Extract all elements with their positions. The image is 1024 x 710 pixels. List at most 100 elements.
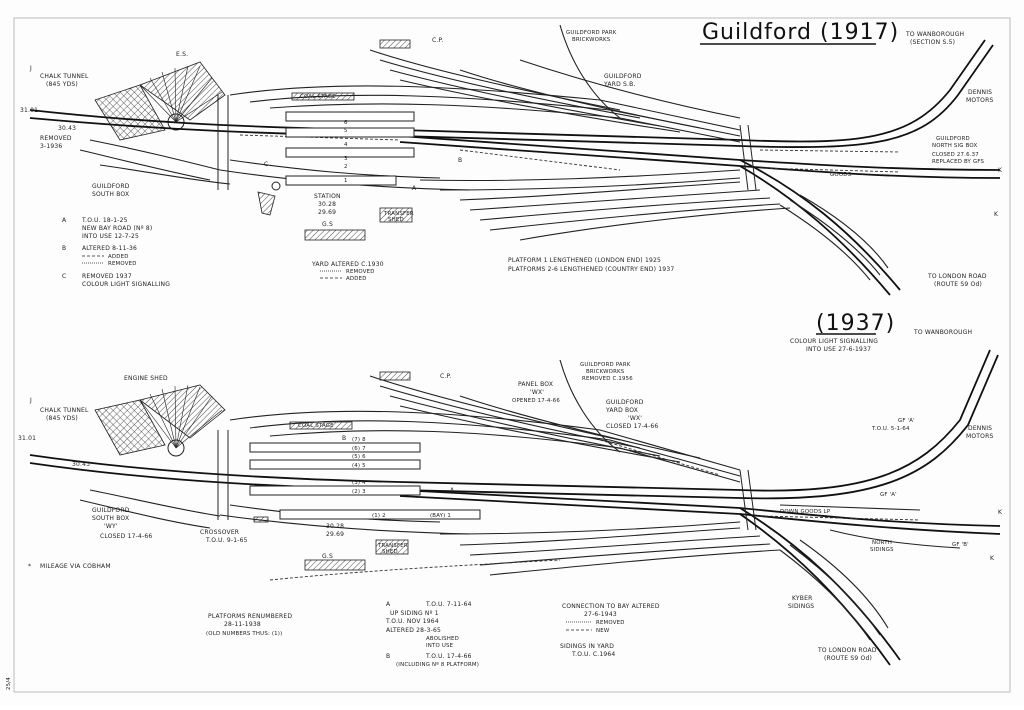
label-renumbered-3: (OLD NUMBERS THUS: (1)): [206, 631, 282, 637]
label-dennis-1: DENNIS: [968, 89, 992, 96]
label-to-wanborough-1937: TO WANBOROUGH: [913, 329, 972, 336]
label-panel-box-3: OPENED 17-4-66: [512, 398, 560, 404]
label-engine-shed: E.S.: [176, 51, 188, 58]
labels-1937: TO WANBOROUGH COLOUR LIGHT SIGNALLING IN…: [18, 329, 1003, 662]
label-yard-box-1: GUILDFORD: [606, 399, 644, 406]
platform-2-1917: [285, 147, 415, 158]
label-south-box-1937-2: SOUTH BOX: [92, 515, 129, 522]
label-plat-1937-5: (4) 5: [352, 463, 366, 469]
label-chalk-tunnel-len-1937: (845 YDS): [46, 415, 78, 422]
label-down-goods: DOWN GOODS LP: [780, 509, 831, 515]
platform-2-1-1937: [279, 509, 481, 520]
diagram-1917: Guildford (1917): [20, 20, 1003, 296]
label-transfer-1937-2: SHED: [382, 549, 398, 555]
note-platform-1: PLATFORM 1 LENGTHENED (LONDON END) 1925: [508, 257, 661, 264]
label-gf-a-1: GF 'A': [898, 418, 915, 424]
tunnel-portal-1917: [257, 191, 276, 216]
label-transfer-1937-1: TRANSFER: [377, 543, 408, 549]
platform-8-7-1937: [249, 442, 421, 453]
sidings-1937: [79, 359, 961, 641]
bridge2-1917: [747, 124, 757, 191]
platforms-1917: [257, 39, 415, 241]
label-plat-2: 2: [344, 164, 348, 170]
note-yard-2: REMOVED: [346, 269, 375, 275]
platform-4-3-1937: [249, 485, 421, 496]
legend-1937-b-2: (INCLUDING Nº 8 PLATFORM): [396, 661, 479, 668]
platform-6-5-1937: [249, 459, 421, 470]
label-colour-light-2: INTO USE 27-6-1937: [806, 346, 871, 353]
label-mark-b: B: [458, 157, 462, 164]
legend-1937-row-4: ALTERED 28-3-65: [386, 627, 441, 634]
label-station-1937-1: 30.28: [326, 523, 344, 530]
legend-1937-b-1: T.O.U. 17-4-66: [425, 653, 472, 660]
label-gf-a-2: T.O.U. 5-1-64: [871, 426, 910, 432]
legend-a-1: T.O.U. 18-1-25: [81, 217, 128, 224]
label-to-london-1: TO LONDON ROAD: [927, 273, 987, 280]
legend-a-key: A: [62, 217, 67, 224]
label-colour-light-1: COLOUR LIGHT SIGNALLING: [790, 338, 878, 345]
label-dennis-1937-1: DENNIS: [968, 425, 992, 432]
label-station-1937-2: 29.69: [326, 531, 344, 538]
platform-4-3-1917: [285, 127, 415, 138]
label-conn-4: NEW: [596, 628, 610, 634]
label-station: STATION: [314, 193, 341, 200]
label-coal-stage-1937: COAL STAGE: [298, 423, 334, 429]
label-transfer-shed-2: SHED: [388, 217, 404, 223]
label-conn-2: 27-6-1943: [584, 611, 617, 618]
label-dennis-2: MOTORS: [966, 97, 993, 104]
bridge-1937: [739, 469, 749, 531]
label-transfer-shed-1: TRANSFER: [383, 211, 414, 217]
label-gf-b: GF 'B': [952, 542, 969, 548]
legend-1937-a-key: A: [386, 601, 391, 608]
label-car-park-1937: C.P.: [440, 373, 452, 380]
legend-b-key: B: [62, 245, 66, 252]
label-renumbered-1: PLATFORMS RENUMBERED: [208, 613, 292, 620]
legend-b-3: REMOVED: [108, 261, 137, 267]
label-crossover-1: CROSSOVER: [200, 529, 239, 536]
goods-shed-1937: [304, 559, 366, 571]
label-park-brickworks-1937-1: GUILDFORD PARK: [580, 362, 631, 368]
legend-b-2: ADDED: [108, 254, 129, 260]
legend-a-2: NEW BAY ROAD (Nº 8): [82, 225, 152, 232]
label-kyber-1: KYBER: [792, 595, 812, 602]
legend-c-key: C: [62, 273, 66, 280]
note-platform-2: PLATFORMS 2-6 LENGTHENED (COUNTRY END) 1…: [508, 266, 674, 273]
legend-1937-row-6: INTO USE: [426, 643, 454, 649]
platforms-1937: [249, 371, 481, 571]
legend-a-3: INTO USE 12-7-25: [82, 233, 139, 240]
label-mile-3043-1937: 30.43: [72, 461, 90, 468]
legend-1937-a-1: T.O.U. 7-11-64: [425, 601, 472, 608]
turntable-1917: [271, 181, 281, 191]
label-yard-sb-1: GUILDFORD: [604, 73, 642, 80]
label-to-wanborough-2: (SECTION S.5): [910, 39, 955, 46]
legend-b-1: ALTERED 8-11-36: [82, 245, 137, 252]
label-mile-3101: 31.01: [20, 107, 38, 114]
legend-1937-row-2: UP SIDING Nº 1: [390, 610, 439, 617]
note-yard-1: YARD ALTERED C.1930: [311, 261, 384, 268]
note-yard-3: ADDED: [346, 276, 367, 282]
label-plat-1937-3: (2) 3: [352, 489, 366, 495]
transfer-shed-1917: [379, 207, 413, 223]
goods-shed-1917: [304, 229, 366, 241]
labels-1917: CHALK TUNNEL (845 YDS) E.S. C.P. GUILDFO…: [20, 30, 1003, 288]
label-coal-stage: COAL STAGE: [300, 94, 336, 100]
label-kyber-2: SIDINGS: [788, 603, 814, 610]
platform-1-1917: [285, 175, 397, 186]
label-north-sidings-2: SIDINGS: [870, 547, 894, 553]
label-station-mile-2: 29.69: [318, 209, 336, 216]
label-plat-1937-8: (7) 8: [352, 437, 366, 443]
mileage-asterisk: *: [28, 563, 31, 570]
label-plat-1937-7: (6) 7: [352, 446, 366, 452]
label-plat-6: 6: [344, 120, 348, 126]
legend-c-2: COLOUR LIGHT SIGNALLING: [82, 281, 170, 288]
label-plat-1937-6: (5) 6: [352, 454, 366, 460]
label-removed-2: 3-1936: [40, 143, 62, 150]
label-mile-3043: 30.43: [58, 125, 76, 132]
transfer-shed-1937: [375, 539, 409, 555]
legend-1937-b-key: B: [386, 653, 390, 660]
label-panel-box-2: 'WX': [530, 389, 544, 396]
legend-1937: A T.O.U. 7-11-64 UP SIDING Nº 1 T.O.U. N…: [385, 601, 479, 668]
label-chalk-tunnel: CHALK TUNNEL: [40, 73, 89, 80]
label-j-top: J: [29, 65, 32, 72]
